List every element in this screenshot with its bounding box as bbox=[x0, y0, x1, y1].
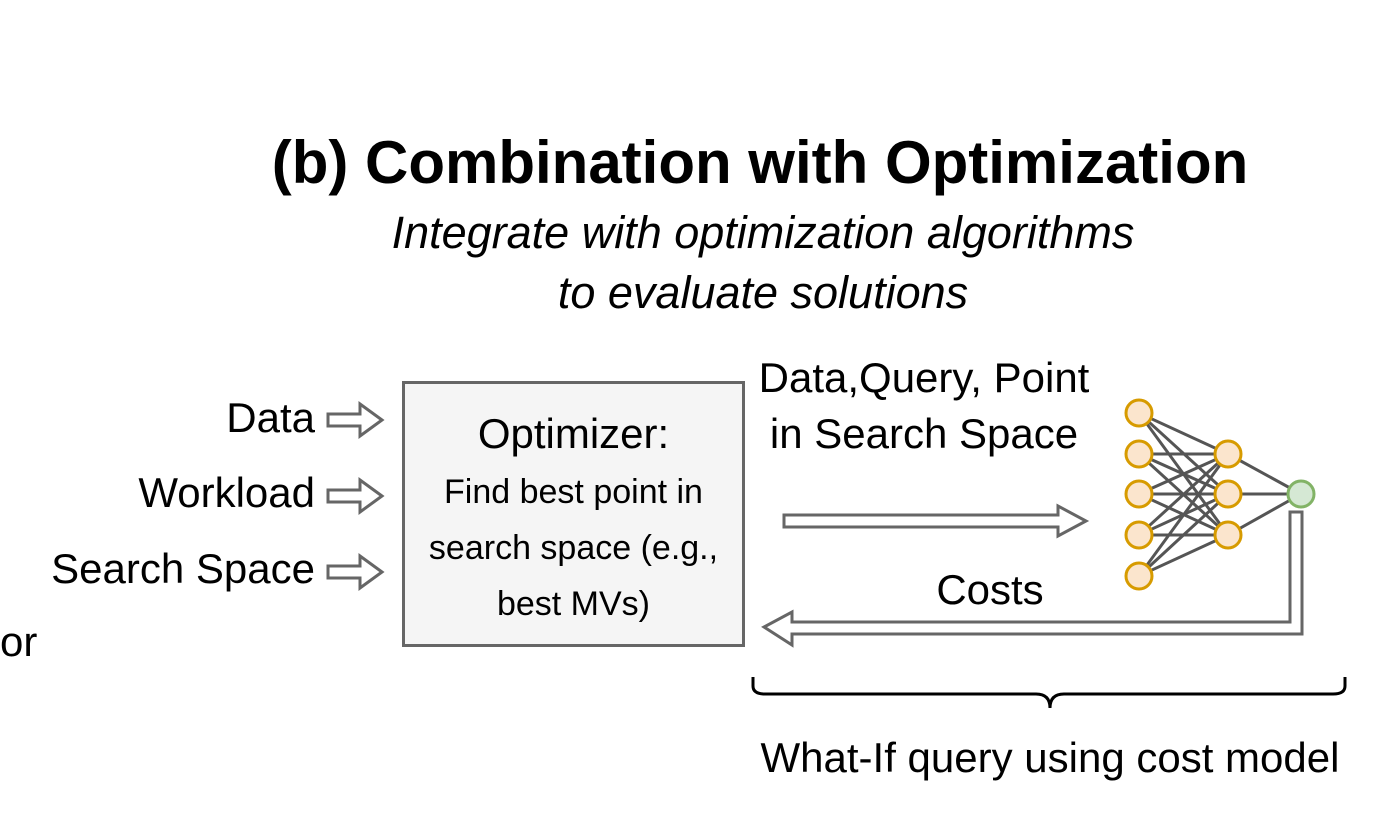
input-label-search-space: Search Space bbox=[51, 545, 315, 592]
input-neuron bbox=[1124, 479, 1154, 509]
input-arrow-data bbox=[326, 401, 385, 439]
forward-arrow bbox=[782, 503, 1090, 539]
network-edge bbox=[1138, 452, 1229, 496]
hidden-neuron bbox=[1213, 439, 1243, 469]
curly-brace bbox=[751, 677, 1347, 709]
hidden-neuron bbox=[1213, 479, 1243, 509]
optimizer-box: Optimizer: Find best point in search spa… bbox=[402, 381, 745, 647]
input-neuron bbox=[1124, 398, 1154, 428]
cropped-edge-text: or bbox=[0, 618, 38, 665]
input-arrow-workload bbox=[326, 477, 385, 515]
optimizer-title: Optimizer: bbox=[477, 410, 670, 457]
network-edge bbox=[1137, 492, 1230, 578]
network-edge bbox=[1137, 453, 1230, 577]
return-arrow-label: Costs bbox=[936, 566, 1044, 613]
forward-arrow-label: Data,Query, Point in Search Space bbox=[758, 354, 1090, 457]
network-edge bbox=[1138, 411, 1229, 456]
input-neuron bbox=[1124, 439, 1154, 469]
input-neuron bbox=[1124, 520, 1154, 550]
output-neuron bbox=[1286, 479, 1316, 509]
input-arrow-search-space bbox=[326, 553, 385, 591]
optimizer-description: Find best point in search space (e.g., b… bbox=[428, 473, 719, 623]
input-neuron bbox=[1124, 561, 1154, 591]
return-arrow bbox=[761, 510, 1304, 648]
brace-label: What-If query using cost model bbox=[760, 734, 1340, 781]
input-arrows bbox=[326, 401, 385, 591]
network-edge bbox=[1137, 452, 1230, 537]
diagram-title: (b) Combination with Optimization bbox=[271, 129, 1249, 196]
input-label-workload: Workload bbox=[138, 469, 315, 516]
hidden-neuron bbox=[1213, 520, 1243, 550]
diagram-subtitle: Integrate with optimization algorithms t… bbox=[391, 207, 1135, 318]
input-label-data: Data bbox=[226, 394, 315, 441]
network-edge bbox=[1138, 533, 1229, 578]
